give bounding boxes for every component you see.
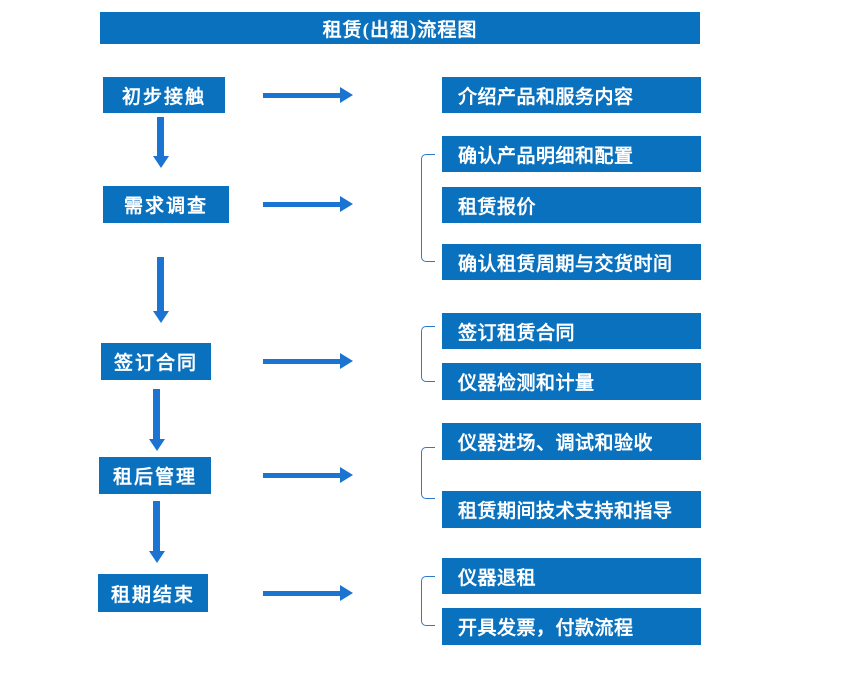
group-bracket-sign-contract bbox=[421, 326, 435, 382]
arrow-head bbox=[340, 467, 353, 483]
arrow-head bbox=[340, 196, 353, 212]
arrow-shaft bbox=[263, 472, 340, 478]
arrow-shaft bbox=[263, 590, 340, 596]
arrow-head bbox=[340, 353, 353, 369]
down-arrow-4 bbox=[148, 501, 165, 563]
detail-instrument-return: 仪器退租 bbox=[442, 558, 701, 594]
arrow-head bbox=[152, 156, 169, 168]
right-arrow-1 bbox=[263, 87, 353, 103]
detail-invoice-payment: 开具发票，付款流程 bbox=[442, 608, 701, 645]
arrow-head bbox=[340, 585, 353, 601]
detail-instrument-test-calibration: 仪器检测和计量 bbox=[442, 363, 701, 400]
detail-rental-tech-support: 租赁期间技术支持和指导 bbox=[442, 491, 701, 528]
step-post-rental-management: 租后管理 bbox=[99, 457, 211, 494]
detail-confirm-product-spec: 确认产品明细和配置 bbox=[442, 136, 701, 172]
arrow-shaft bbox=[263, 358, 340, 364]
group-bracket-demand-survey bbox=[421, 154, 435, 262]
right-arrow-3 bbox=[263, 353, 353, 369]
group-bracket-rental-end bbox=[421, 576, 435, 626]
detail-confirm-rental-period-delivery: 确认租赁周期与交货时间 bbox=[442, 244, 701, 280]
right-arrow-5 bbox=[263, 585, 353, 601]
right-arrow-2 bbox=[263, 196, 353, 212]
arrow-shaft bbox=[157, 117, 164, 156]
arrow-head bbox=[152, 311, 169, 323]
group-bracket-post-rental bbox=[421, 447, 435, 499]
diagram-title: 租赁(出租)流程图 bbox=[100, 12, 700, 44]
detail-rental-quotation: 租赁报价 bbox=[442, 187, 701, 223]
down-arrow-1 bbox=[152, 117, 169, 168]
arrow-shaft bbox=[263, 92, 340, 98]
step-sign-contract: 签订合同 bbox=[101, 343, 211, 380]
down-arrow-3 bbox=[148, 389, 165, 451]
step-rental-end: 租期结束 bbox=[98, 574, 208, 612]
detail-instrument-setup-acceptance: 仪器进场、调试和验收 bbox=[442, 423, 701, 460]
arrow-head bbox=[340, 87, 353, 103]
arrow-shaft bbox=[263, 201, 340, 207]
detail-introduce-products-services: 介绍产品和服务内容 bbox=[442, 77, 701, 113]
right-arrow-4 bbox=[263, 467, 353, 483]
step-initial-contact: 初步接触 bbox=[103, 77, 225, 113]
arrow-shaft bbox=[157, 257, 164, 311]
arrow-head bbox=[148, 551, 165, 563]
down-arrow-2 bbox=[152, 257, 169, 323]
arrow-shaft bbox=[153, 389, 160, 439]
detail-sign-rental-contract: 签订租赁合同 bbox=[442, 313, 701, 349]
arrow-head bbox=[148, 439, 165, 451]
arrow-shaft bbox=[153, 501, 160, 551]
step-demand-survey: 需求调查 bbox=[103, 186, 229, 223]
